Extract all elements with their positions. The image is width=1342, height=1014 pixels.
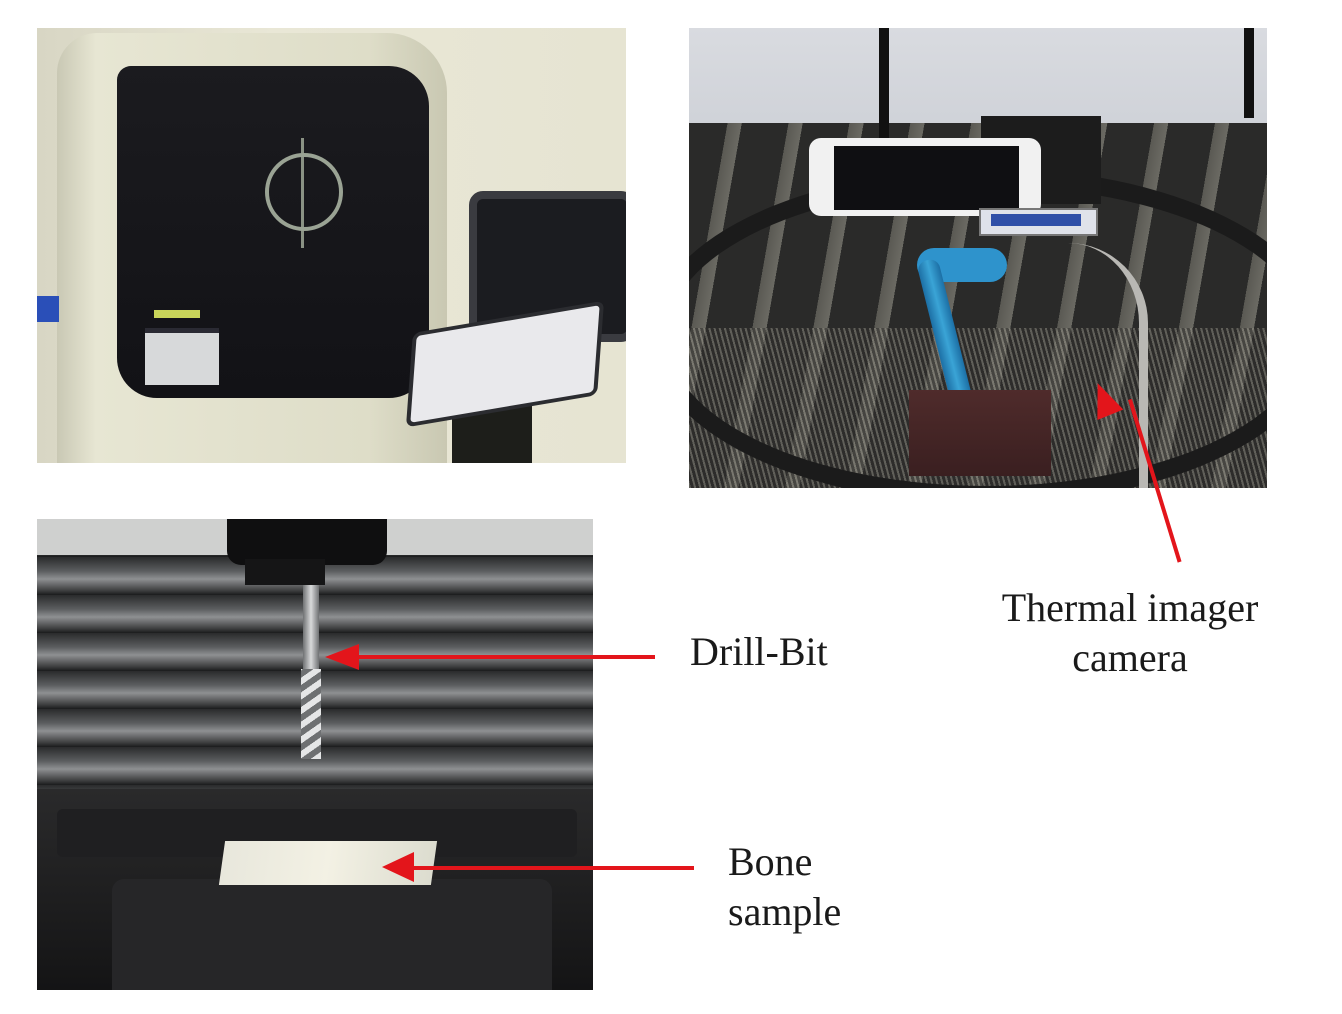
thermal-camera-label: Thermal imager camera [945, 583, 1315, 683]
bone-sample-arrow-head-icon [382, 852, 414, 882]
machine-sticker [145, 328, 219, 385]
drill-bit-arrow-head-icon [325, 644, 359, 670]
cnc-machine-photo [37, 28, 626, 463]
spindle-graphic-ring [265, 153, 343, 231]
drill-bit-arrow-shaft [355, 655, 655, 659]
drill-flutes [301, 669, 321, 759]
drill-bit-label: Drill-Bit [690, 629, 828, 674]
smartphone-screen [834, 146, 1019, 210]
vise-body [112, 879, 552, 990]
bone-sample-label: Bone sample [728, 837, 841, 937]
thermal-camera-label-line1: Thermal imager [1001, 585, 1259, 630]
braided-cable [1019, 243, 1148, 488]
blue-object [37, 296, 59, 322]
bone-sample-label-line2: sample [728, 889, 842, 934]
tool-holder [245, 559, 325, 585]
bone-sample-arrow-shaft [412, 866, 694, 870]
drilling-setup-photo [37, 519, 593, 990]
bone-sample-label-line1: Bone [728, 839, 813, 884]
thermal-camera-photo [689, 28, 1267, 488]
drill-shank [303, 585, 319, 673]
thermal-imager-label [991, 214, 1081, 226]
support-rod [1244, 28, 1254, 118]
machine-green-label [154, 310, 200, 318]
spindle-chuck [227, 519, 387, 565]
thermal-camera-label-line2: camera [1072, 635, 1188, 680]
support-rod [879, 28, 889, 138]
